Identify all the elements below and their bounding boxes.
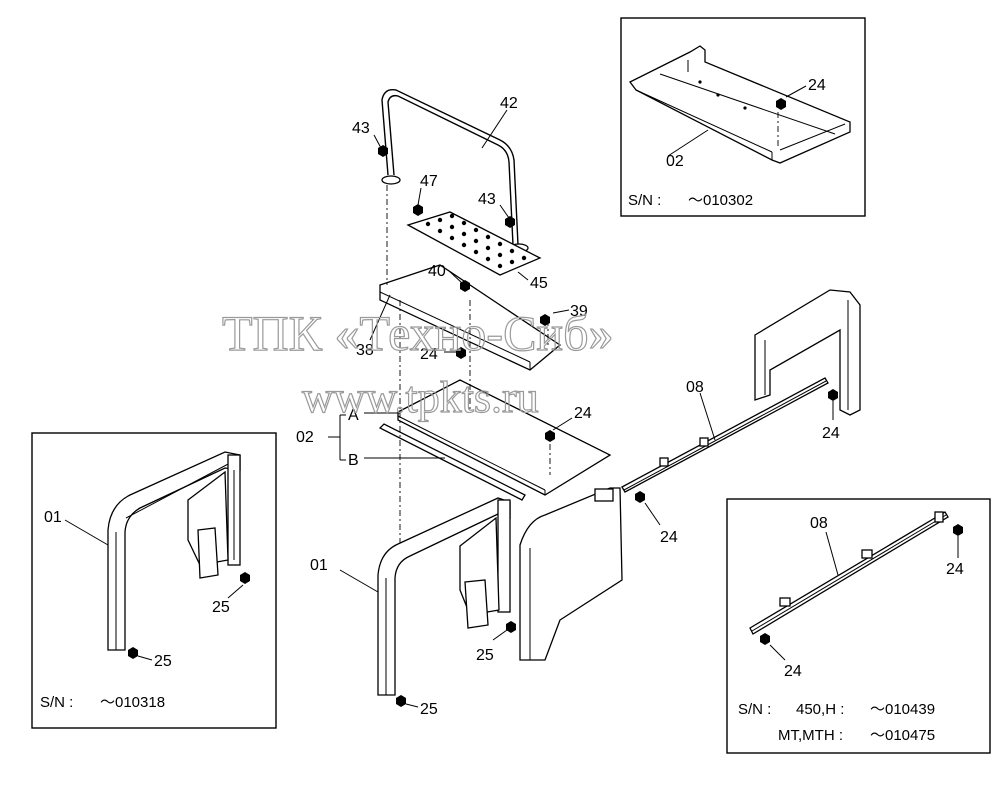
inset-08-bolt-label-right: 24 — [946, 561, 964, 578]
side-frame-01 — [377, 497, 511, 696]
inset-01-part-label: 01 — [44, 509, 62, 526]
inset-01-bolt-label-lower: 25 — [154, 653, 172, 670]
inset-08-value-b: ～010475 — [870, 727, 935, 744]
inset-02-frame — [620, 17, 866, 217]
inset-02-bolt-24 — [776, 98, 786, 110]
inset-02-sn-value: ～010302 — [688, 192, 753, 209]
inset-08-bolt-label-left: 24 — [784, 663, 802, 680]
label-02: 02 — [296, 429, 314, 446]
inset-02-bolt-label: 24 — [808, 77, 826, 94]
inset-02-sn-prefix: S/N : — [628, 192, 661, 209]
label-45: 45 — [530, 275, 548, 292]
inset-08-bolt-left — [760, 633, 770, 645]
label-38: 38 — [356, 342, 374, 359]
inset-02-bracket-drawing — [629, 45, 851, 164]
inset-01-sn-value: ～010318 — [100, 694, 165, 711]
label-08: 08 — [686, 379, 704, 396]
label-43-left: 43 — [352, 120, 370, 137]
inset-08-rod-drawing — [749, 511, 949, 635]
inset-01-bolt-lower — [128, 647, 138, 659]
label-24-right: 24 — [822, 425, 840, 442]
watermark-line1: ТПК «Техно-Сиб» — [222, 305, 614, 361]
label-A: A — [348, 407, 359, 424]
label-24-mid: 24 — [574, 405, 592, 422]
inset-08-part-label: 08 — [810, 515, 828, 532]
label-47: 47 — [420, 173, 438, 190]
inset-01-sn-prefix: S/N : — [40, 694, 73, 711]
step-plate-45 — [406, 211, 542, 276]
inset-08-sn-prefix: S/N : — [738, 701, 771, 718]
label-25-mid: 25 — [476, 647, 494, 664]
support-frame-02 — [378, 379, 612, 501]
label-01: 01 — [310, 557, 328, 574]
label-B: B — [348, 452, 359, 469]
rear-frame — [754, 289, 861, 416]
label-43-right: 43 — [478, 191, 496, 208]
inset-08-frame — [726, 498, 991, 754]
inset-08-value-a: ～010439 — [870, 701, 935, 718]
label-24-upper: 24 — [420, 346, 438, 363]
inset-08-model-b: MT,MTH : — [778, 727, 843, 744]
inset-01-bolt-upper — [240, 572, 250, 584]
inset-08-model-a: 450,H : — [796, 701, 844, 718]
bolts-main — [378, 145, 838, 707]
inset-01-frame-drawing — [107, 451, 241, 651]
leader-lines — [328, 109, 834, 708]
label-40: 40 — [428, 263, 446, 280]
label-25-bottom: 25 — [420, 701, 438, 718]
watermark-line2: www.tpkts.ru — [302, 373, 539, 422]
inset-01-bolt-label-upper: 25 — [212, 599, 230, 616]
label-24-lower: 24 — [660, 529, 678, 546]
label-42: 42 — [500, 95, 518, 112]
inset-08-bolt-right — [953, 524, 963, 536]
rod-08 — [621, 377, 829, 493]
side-cover-panel — [519, 487, 623, 661]
inset-01-frame — [31, 432, 277, 729]
label-39: 39 — [570, 303, 588, 320]
inset-02-part-label: 02 — [666, 153, 684, 170]
